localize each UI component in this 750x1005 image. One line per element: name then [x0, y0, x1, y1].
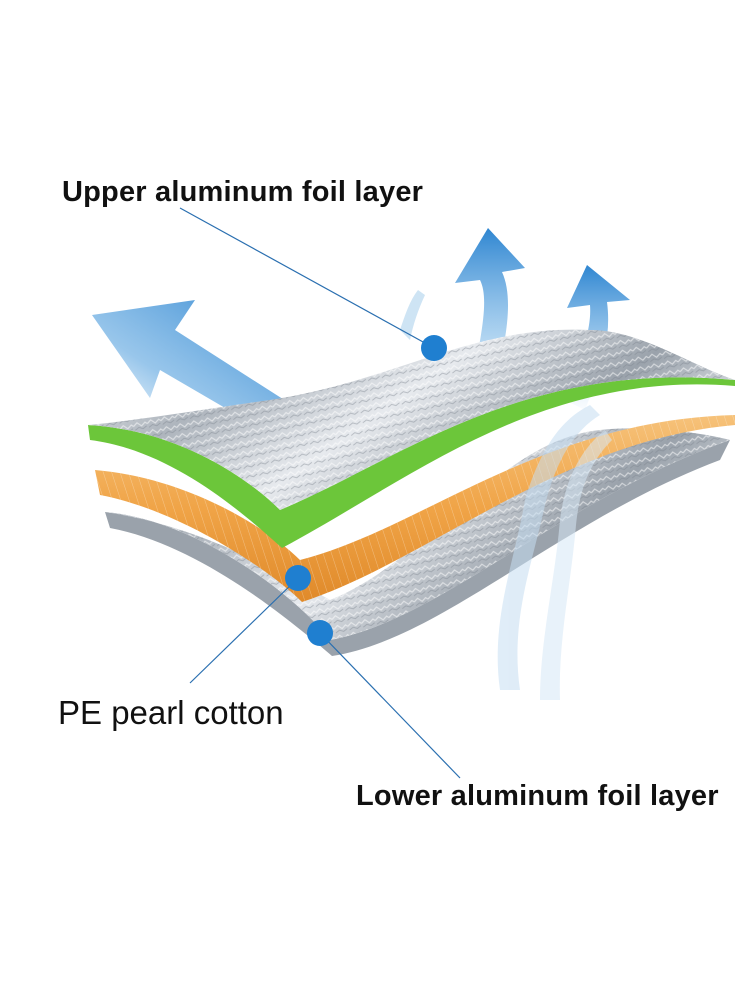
callout-dot-upper	[421, 335, 447, 361]
leader-line-pe	[189, 577, 299, 684]
label-upper-foil: Upper aluminum foil layer	[62, 176, 424, 208]
heat-arrow-middle	[455, 228, 525, 400]
label-pe-pearl-cotton: PE pearl cotton	[58, 694, 284, 731]
upper-foil-layer	[88, 329, 735, 548]
label-lower-foil: Lower aluminum foil layer	[356, 780, 719, 812]
callout-dot-pe	[285, 565, 311, 591]
leader-line-upper	[179, 207, 435, 349]
callout-dots	[285, 335, 447, 646]
heat-arrow-faint	[400, 290, 425, 340]
heat-stream-front	[497, 405, 612, 700]
callout-lines	[179, 207, 461, 779]
callout-dot-lower	[307, 620, 333, 646]
leader-line-lower	[319, 632, 461, 779]
pe-foam-layer	[95, 415, 735, 602]
